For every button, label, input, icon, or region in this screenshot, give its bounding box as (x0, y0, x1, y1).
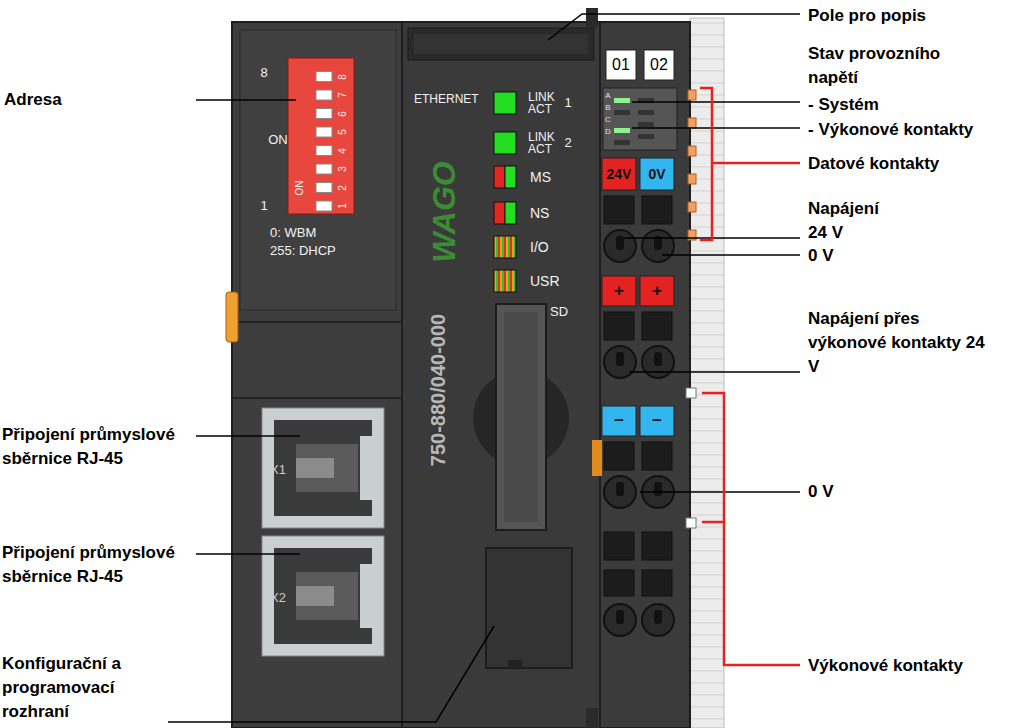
terminal-label: 0V (648, 166, 665, 182)
callout-label: Adresa (4, 88, 194, 112)
slot-label: SD (550, 305, 568, 320)
led-row-letter: A (605, 91, 610, 100)
callout-label: Stav provozního napětí (808, 42, 978, 90)
switch-mark: ON (268, 133, 288, 148)
switch-mark: 8 (260, 66, 267, 81)
marker-number: 01 (612, 56, 630, 74)
led-label: MS (530, 169, 551, 185)
callout-label: Konfigurační a programovací rozhraní (2, 652, 152, 724)
terminal-label: 24V (607, 166, 632, 182)
led-label: I/O (530, 239, 549, 255)
dip-number: 1 (337, 203, 349, 209)
terminal-sign: + (614, 281, 624, 301)
address-note: 255: DHCP (270, 244, 336, 259)
callout-label: Pole pro popis (808, 4, 1018, 28)
callout-label: - Výkonové kontakty (808, 118, 1018, 142)
callout-label: Napájení 24 V (808, 197, 898, 245)
port-title: ETHERNET (414, 93, 479, 107)
dip-number: 8 (337, 74, 349, 80)
led-row-letter: B (605, 103, 610, 112)
led-row-letter: D (605, 127, 611, 136)
dip-number: 6 (337, 111, 349, 117)
callout-label: 0 V (808, 244, 898, 268)
dip-on-mark: ON (294, 181, 306, 196)
callout-label: - Systém (808, 93, 1018, 117)
dip-number: 5 (337, 129, 349, 135)
part-number: 750-880/040-000 (427, 314, 450, 466)
callout-label: Výkonové kontakty (808, 654, 1018, 678)
led-label: USR (530, 273, 560, 289)
led-label: 1 (564, 96, 571, 111)
led-label: LINK ACT (528, 131, 560, 155)
terminal-sign: − (614, 411, 624, 431)
switch-mark: 1 (260, 199, 267, 214)
port-label: X2 (270, 591, 286, 606)
callout-label: Datové kontakty (808, 152, 1018, 176)
terminal-sign: + (652, 281, 662, 301)
led-label: LINK ACT (528, 91, 560, 115)
dip-number: 4 (337, 148, 349, 154)
callout-label: Napájení přes výkonové kontakty 24 V (808, 307, 988, 379)
callout-label: Připojení průmyslové sběrnice RJ-45 (2, 423, 202, 471)
led-label: 2 (564, 136, 571, 151)
led-label: NS (530, 205, 549, 221)
address-note: 0: WBM (270, 226, 316, 241)
brand-logo: WAGO (426, 161, 463, 262)
terminal-sign: − (652, 411, 662, 431)
port-label: X1 (270, 463, 286, 478)
dip-number: 7 (337, 92, 349, 98)
marker-number: 02 (650, 56, 668, 74)
dip-number: 2 (337, 185, 349, 191)
callout-label: Připojení průmyslové sběrnice RJ-45 (2, 541, 202, 589)
callout-label: 0 V (808, 480, 898, 504)
led-row-letter: C (605, 115, 611, 124)
dip-number: 3 (337, 166, 349, 172)
